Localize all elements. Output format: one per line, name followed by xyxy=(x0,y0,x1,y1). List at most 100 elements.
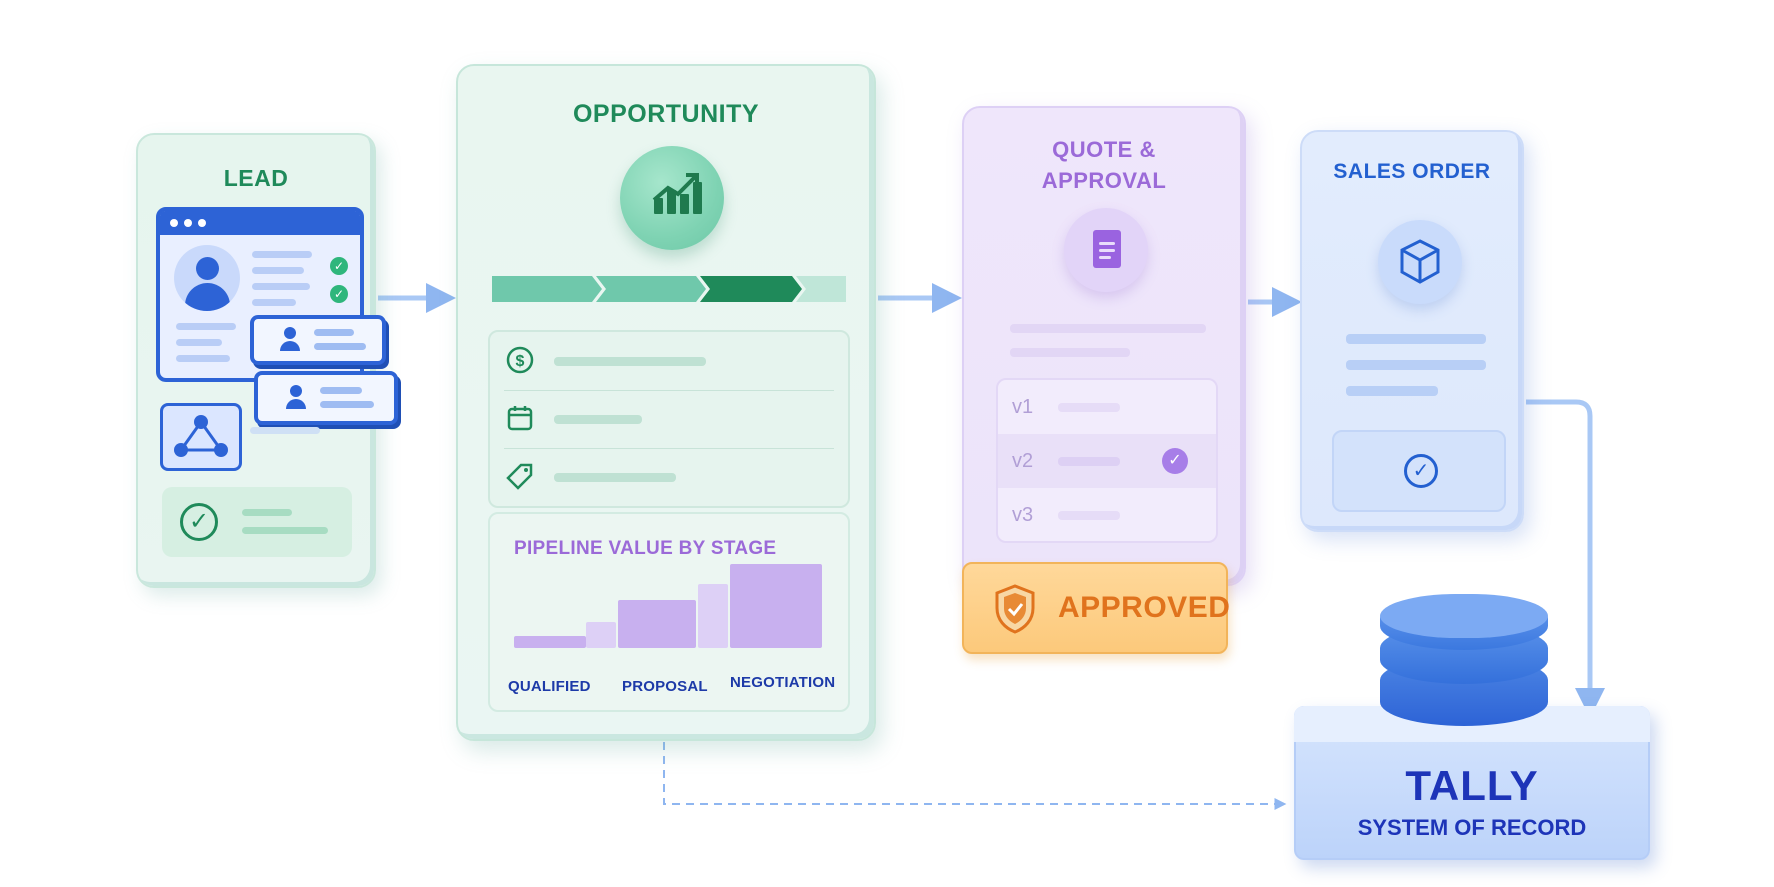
contact-card xyxy=(254,371,398,425)
document-shape xyxy=(1093,230,1121,268)
pipeline-label-negotiation: NEGOTIATION xyxy=(730,674,836,691)
pipeline-label-qualified: QUALIFIED xyxy=(508,678,591,695)
check-icon: ✓ xyxy=(330,257,348,275)
pipeline-title: PIPELINE VALUE BY STAGE xyxy=(514,538,777,559)
sales-order-card: SALES ORDER ✓ xyxy=(1300,130,1524,532)
field-row xyxy=(490,390,848,448)
progress-step-1 xyxy=(492,276,602,302)
window-dot-icon xyxy=(170,219,178,227)
progress-step-4 xyxy=(796,276,846,302)
quote-title: QUOTE & APPROVAL xyxy=(964,134,1244,196)
pipeline-bar xyxy=(618,600,696,648)
placeholder-line xyxy=(554,473,676,482)
placeholder-line xyxy=(554,415,642,424)
placeholder-line xyxy=(252,251,312,258)
placeholder-line xyxy=(1058,403,1120,412)
tally-subtitle: SYSTEM OF RECORD xyxy=(1357,815,1587,840)
opportunity-fields: $ xyxy=(488,330,850,508)
calendar-icon xyxy=(506,404,534,432)
doc-line xyxy=(1099,242,1115,245)
person-icon xyxy=(284,327,296,339)
window-dot-icon xyxy=(184,219,192,227)
version-list: v1 v2 ✓ v3 xyxy=(996,378,1218,543)
doc-line xyxy=(1099,256,1111,259)
check-circle-icon: ✓ xyxy=(180,503,218,541)
browser-title-bar xyxy=(160,211,360,235)
placeholder-line xyxy=(250,427,320,434)
tally-title: TALLY xyxy=(1405,762,1539,809)
sales-order-title: SALES ORDER xyxy=(1333,160,1491,183)
person-icon xyxy=(290,385,302,397)
placeholder-line xyxy=(242,527,328,534)
lead-card: LEAD ✓ ✓ xyxy=(136,133,398,588)
person-head-icon xyxy=(196,257,219,280)
placeholder-line xyxy=(1010,324,1206,333)
field-row xyxy=(490,448,848,506)
dollar-icon: $ xyxy=(506,346,534,374)
placeholder-line xyxy=(1010,348,1130,357)
placeholder-line xyxy=(320,401,374,408)
opportunity-title: OPPORTUNITY xyxy=(572,100,760,128)
placeholder-line xyxy=(314,329,354,336)
lead-title: LEAD xyxy=(223,165,289,191)
divider xyxy=(504,390,834,391)
version-row-selected: v2 ✓ xyxy=(998,434,1216,488)
divider xyxy=(504,448,834,449)
trend-bar xyxy=(680,194,689,214)
person-icon xyxy=(280,341,300,351)
placeholder-line xyxy=(1346,334,1486,344)
approved-badge: APPROVED xyxy=(962,562,1231,654)
field-row: $ xyxy=(490,332,848,390)
window-dot-icon xyxy=(198,219,206,227)
placeholder-line xyxy=(320,387,362,394)
version-label: v1 xyxy=(1012,396,1034,418)
document-icon xyxy=(1064,208,1148,292)
progress-step-2 xyxy=(596,276,706,302)
approved-label: APPROVED xyxy=(1058,591,1231,624)
version-label: v3 xyxy=(1012,504,1034,526)
cube-shape xyxy=(1400,239,1440,284)
placeholder-line xyxy=(252,283,310,290)
svg-text:$: $ xyxy=(516,353,525,370)
placeholder-line xyxy=(1346,360,1486,370)
version-label: v2 xyxy=(1012,450,1034,472)
lead-qualified-box: ✓ xyxy=(162,487,352,557)
pipeline-bar xyxy=(586,622,616,648)
doc-line xyxy=(1099,249,1115,252)
placeholder-line xyxy=(176,355,230,362)
quote-title-line1: QUOTE & xyxy=(1052,137,1156,162)
opportunity-card: OPPORTUNITY $ xyxy=(456,64,876,741)
placeholder-line xyxy=(314,343,366,350)
pipeline-chart: PIPELINE VALUE BY STAGE QUALIFIED PROPOS… xyxy=(488,512,850,712)
placeholder-line xyxy=(252,267,304,274)
placeholder-line xyxy=(242,509,292,516)
tag-icon xyxy=(506,462,534,490)
progress-step-3 xyxy=(700,276,802,302)
trend-arrow-icon xyxy=(652,173,699,202)
pipeline-bar xyxy=(514,636,586,648)
version-row: v3 xyxy=(998,488,1216,542)
shield-check-icon xyxy=(995,584,1035,634)
pipeline-label-proposal: PROPOSAL xyxy=(622,678,708,695)
check-icon: ✓ xyxy=(1162,448,1188,474)
placeholder-line xyxy=(1058,511,1120,520)
trend-bar xyxy=(693,182,702,214)
contact-card xyxy=(250,315,386,365)
placeholder-line xyxy=(1346,386,1438,396)
trend-chart-icon xyxy=(620,146,724,250)
pipeline-bar xyxy=(698,584,728,648)
version-row: v1 xyxy=(998,380,1216,434)
sales-confirm-box: ✓ xyxy=(1332,430,1506,512)
arrow-opportunity-to-tally-dashed xyxy=(663,742,1287,810)
check-circle-icon: ✓ xyxy=(1404,454,1438,488)
placeholder-line xyxy=(176,323,236,330)
trend-bar xyxy=(667,190,676,214)
placeholder-line xyxy=(252,299,296,306)
box-icon xyxy=(1378,220,1462,304)
lead-browser-window: ✓ ✓ xyxy=(156,207,364,382)
placeholder-line xyxy=(1058,457,1120,466)
check-icon: ✓ xyxy=(330,285,348,303)
network-icon xyxy=(174,415,228,457)
placeholder-line xyxy=(176,339,222,346)
